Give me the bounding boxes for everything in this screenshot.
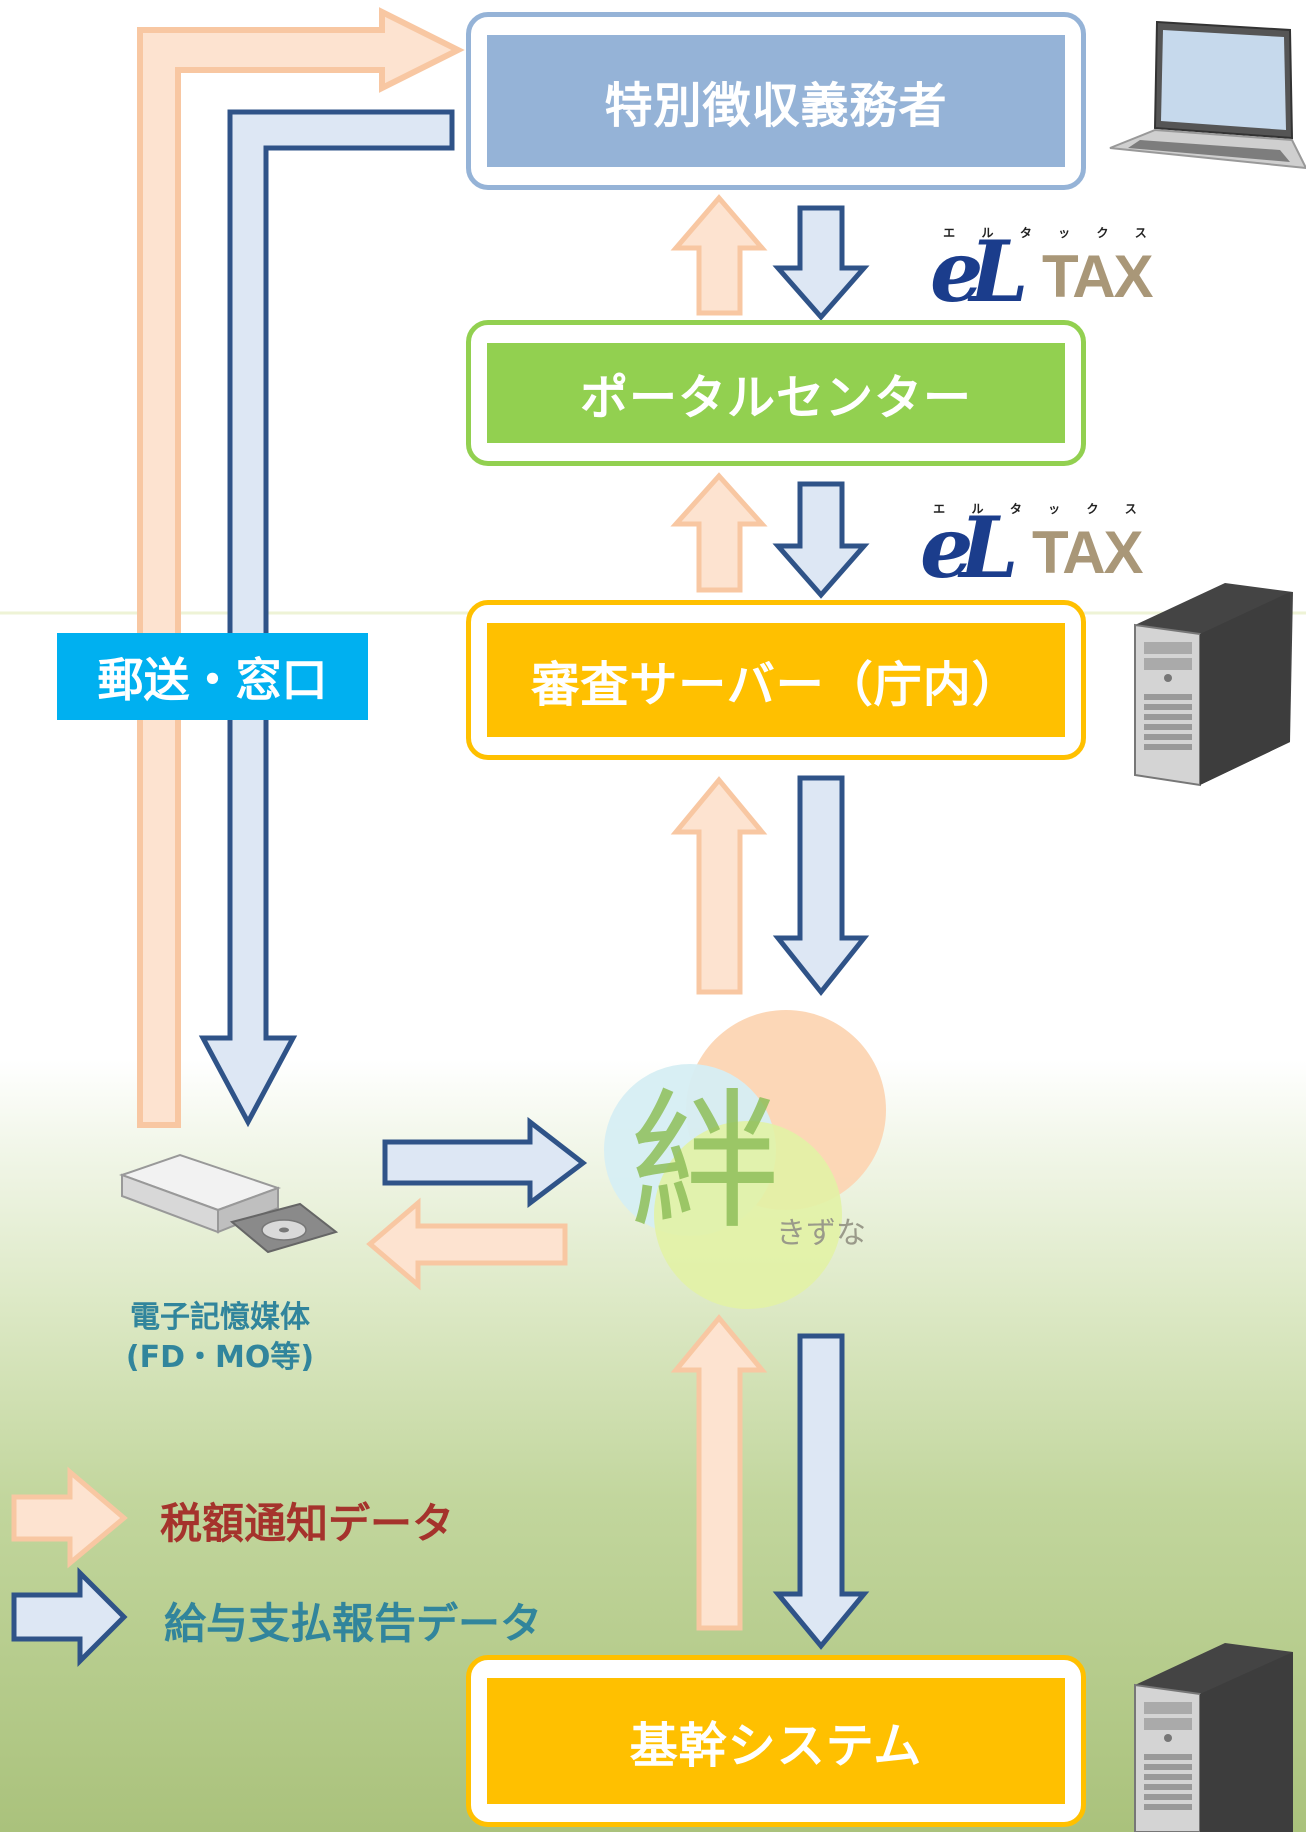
eltax-mark: eL [920, 498, 1018, 597]
withholder-to-portal-arrow [772, 205, 870, 321]
eltax-ruby: エルタ ックス [943, 226, 1147, 240]
legend-salary-arrow-shape [11, 1566, 128, 1668]
review-server-label: 審査サーバー（庁内） [487, 623, 1065, 737]
legend-salary-report: 給与支払報告データ [164, 1599, 543, 1648]
laptop-icon [1109, 20, 1306, 170]
mail-salary-report-arrow [198, 109, 455, 1128]
portal-to-withholder-arrow [670, 194, 768, 316]
storage-label-line2: (FD・MO等) [125, 1340, 315, 1375]
legend-tax-arrow-shape [11, 1466, 128, 1569]
kizuna-kana: きずな [776, 1216, 866, 1251]
storage-to-kizuna-arrow [382, 1116, 588, 1209]
portal-box: ポータルセンター [466, 320, 1086, 466]
withholder-box: 特別徴収義務者 [466, 12, 1086, 190]
eltax-mark: eL [930, 222, 1028, 321]
kizuna-to-server-arrow [670, 776, 768, 995]
disk-drive-icon [119, 1153, 339, 1254]
kizuna-to-storage-arrow [366, 1197, 568, 1291]
eltax-logo: エルタ ックス eL TAX [920, 500, 1150, 590]
legend-tax-notice: 税額通知データ [160, 1499, 455, 1548]
portal-label: ポータルセンター [487, 343, 1065, 443]
mail-tax-notice-arrow [137, 7, 465, 1128]
withholder-label: 特別徴収義務者 [487, 35, 1065, 167]
kizuna-kanji: 絆 [630, 1076, 781, 1250]
kizuna-circle-green [654, 1121, 842, 1309]
eltax-tax: TAX [1042, 243, 1154, 310]
eltax-logo: エルタ ックス eL TAX [930, 224, 1160, 314]
kizuna-to-core-arrow [772, 1333, 870, 1650]
server-tower-icon [1134, 583, 1293, 787]
server-to-portal-arrow [670, 472, 768, 593]
eltax-ruby: エルタ ックス [933, 502, 1137, 516]
mail-window-label: 郵送・窓口 [57, 633, 368, 720]
portal-to-server-arrow [772, 481, 870, 599]
storage-label-line1: 電子記憶媒体 [130, 1300, 310, 1335]
core-system-label: 基幹システム [487, 1678, 1065, 1804]
server-to-kizuna-arrow [772, 775, 870, 997]
server-tower-icon [1134, 1643, 1293, 1832]
core-to-kizuna-arrow [670, 1314, 768, 1631]
core-system-box: 基幹システム [466, 1655, 1086, 1827]
eltax-tax: TAX [1032, 519, 1144, 586]
storage-label: 電子記憶媒体 (FD・MO等) [110, 1298, 330, 1378]
review-server-box: 審査サーバー（庁内） [466, 600, 1086, 760]
mail-window-text: 郵送・窓口 [97, 652, 328, 707]
